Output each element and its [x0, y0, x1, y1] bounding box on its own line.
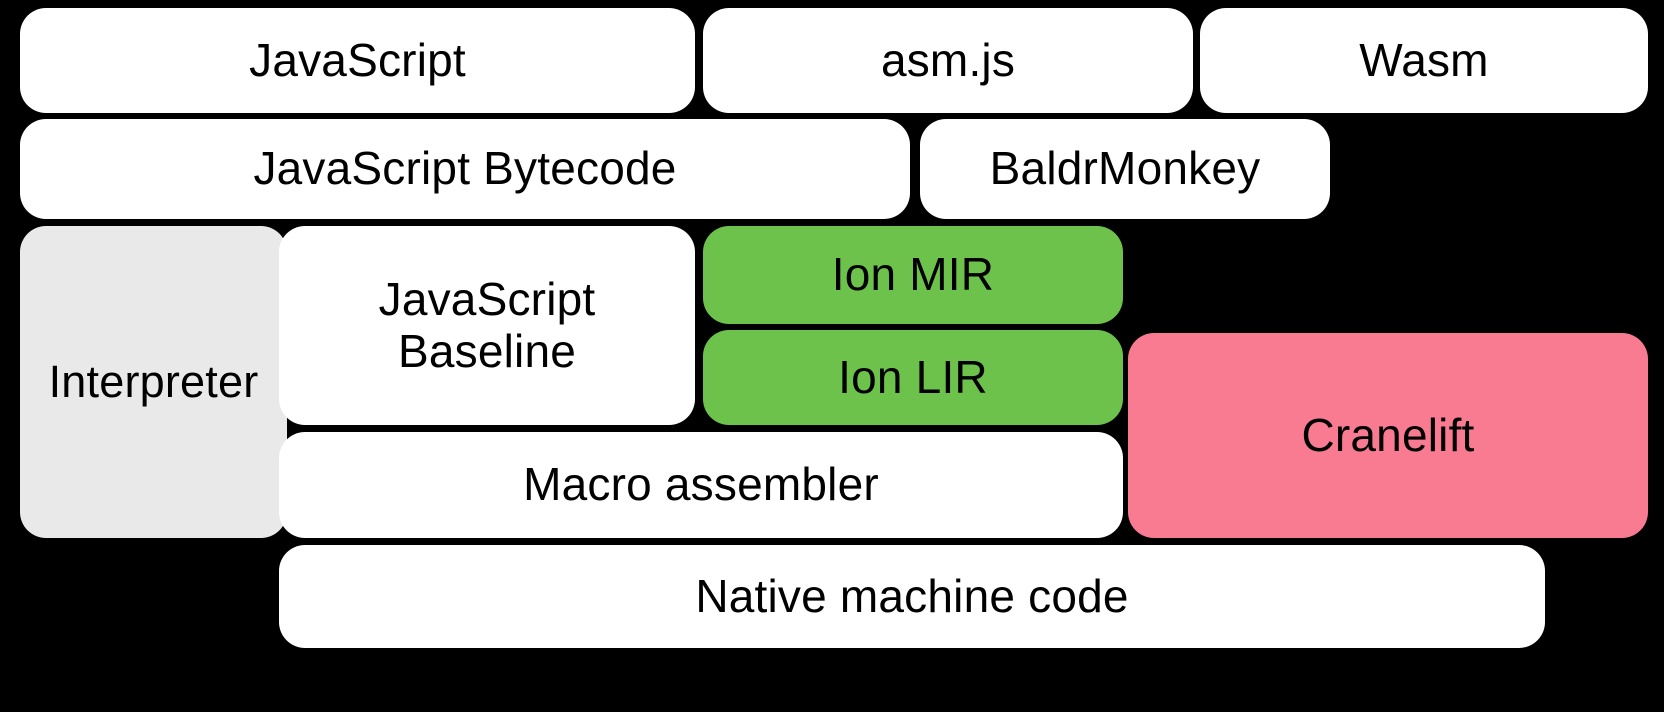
- node-wasm[interactable]: Wasm: [1200, 8, 1648, 113]
- node-asmjs[interactable]: asm.js: [703, 8, 1193, 113]
- node-baldrmonkey[interactable]: BaldrMonkey: [920, 119, 1330, 219]
- node-ion-lir[interactable]: Ion LIR: [703, 330, 1123, 425]
- node-ion-mir[interactable]: Ion MIR: [703, 226, 1123, 324]
- node-cranelift[interactable]: Cranelift: [1128, 333, 1648, 538]
- node-javascript[interactable]: JavaScript: [20, 8, 695, 113]
- node-javascript-bytecode[interactable]: JavaScript Bytecode: [20, 119, 910, 219]
- node-javascript-baseline[interactable]: JavaScript Baseline: [279, 226, 695, 425]
- node-interpreter[interactable]: Interpreter: [20, 226, 287, 538]
- node-macro-assembler[interactable]: Macro assembler: [279, 432, 1123, 538]
- node-native-machine-code[interactable]: Native machine code: [279, 545, 1545, 648]
